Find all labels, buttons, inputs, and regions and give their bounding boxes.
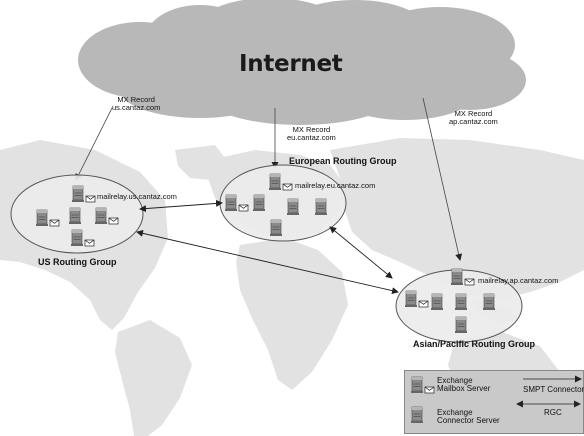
ap-routing-group-name: Asian/Pacific Routing Group xyxy=(413,339,536,349)
mx-arrow-ap xyxy=(422,97,463,261)
mx-record-eu-line1: MX Record xyxy=(292,125,331,134)
mx-record-us-label: MX Record us.cantaz.com xyxy=(112,96,160,112)
rgc-us-eu xyxy=(139,199,223,213)
internet-cloud xyxy=(78,0,526,125)
mx-record-ap-label: MX Record ap.cantaz.com xyxy=(449,110,498,126)
legend-connector-line1: Exchange xyxy=(437,408,473,417)
ap-mailrelay-host: mailrelay.ap.cantaz.com xyxy=(478,276,559,285)
legend-mailbox-line1: Exchange xyxy=(437,376,473,385)
mx-record-ap-line1: MX Record xyxy=(454,109,493,118)
rgc-us-ap xyxy=(136,229,399,295)
eu-routing-group-boundary xyxy=(219,164,347,242)
legend-mailbox-line2: Mailbox Server xyxy=(437,384,491,394)
legend-smtp-connector-label: SMPT Connector xyxy=(523,385,584,394)
mx-arrow-us xyxy=(75,107,113,181)
legend-graphics xyxy=(410,375,582,424)
mx-record-ap-line2: ap.cantaz.com xyxy=(449,116,498,126)
internet-label: Internet xyxy=(239,51,343,77)
legend-connector-server-label: Exchange Connector Server xyxy=(437,408,500,426)
us-routing-group-name: US Routing Group xyxy=(38,257,117,267)
mx-record-us-line1: MX Record xyxy=(117,95,155,104)
legend-rgc-label: RGC xyxy=(544,408,562,417)
legend-mailbox-server-icon xyxy=(410,376,435,394)
mx-record-eu-label: MX Record eu.cantaz.com xyxy=(287,126,336,142)
mx-record-eu-line2: eu.cantaz.com xyxy=(287,132,336,142)
eu-mailrelay-host: mailrelay.eu.cantaz.com xyxy=(295,181,376,190)
legend-connector-line2: Connector Server xyxy=(437,416,500,426)
mx-record-us-line2: us.cantaz.com xyxy=(112,102,161,112)
legend-connector-server-icon xyxy=(410,406,424,424)
us-mailrelay-host: mailrelay.us.cantaz.com xyxy=(97,192,177,201)
legend-mailbox-server-label: Exchange Mailbox Server xyxy=(437,376,491,394)
eu-routing-group-name: European Routing Group xyxy=(289,156,397,166)
legend: Exchange Mailbox Server Exchange Connect… xyxy=(404,370,584,434)
